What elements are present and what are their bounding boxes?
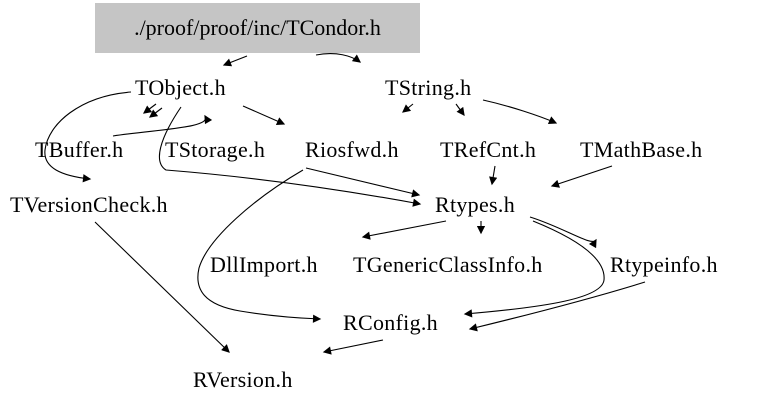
edge-tstring-tmathbase xyxy=(482,99,558,124)
edge-tobject-riosfwd xyxy=(242,105,286,125)
edge-tobject-tbuffer-2 xyxy=(149,107,163,118)
edge-tstring-trefcnt xyxy=(455,103,465,117)
edge-tversioncheck-rversion xyxy=(94,221,230,353)
node-tcondor-root[interactable]: ./proof/proof/inc/TCondor.h xyxy=(95,3,420,53)
edge-rtypes-dllimport xyxy=(361,220,447,240)
node-rversion[interactable]: RVersion.h xyxy=(193,367,293,392)
edge-riosfwd-rtypes xyxy=(305,167,421,198)
node-tversioncheck[interactable]: TVersionCheck.h xyxy=(10,192,168,217)
edge-rtypes-rtypeinfo xyxy=(529,216,597,249)
edge-rtypeinfo-rconfig xyxy=(468,281,646,332)
edge-riosfwd-rconfig xyxy=(197,169,322,323)
edge-trefcnt-rtypes xyxy=(489,165,498,186)
node-tobject[interactable]: TObject.h xyxy=(135,75,226,100)
node-rconfig[interactable]: RConfig.h xyxy=(343,310,438,335)
edge-tmathbase-rtypes xyxy=(550,165,613,188)
edge-rconfig-rversion xyxy=(322,339,384,355)
edge-tcondor-tobject xyxy=(222,55,248,67)
edge-tstring-riosfwd xyxy=(402,103,414,113)
node-rtypes[interactable]: Rtypes.h xyxy=(435,192,516,217)
node-rtypeinfo[interactable]: Rtypeinfo.h xyxy=(610,252,718,277)
edge-tobject-rtypes xyxy=(158,106,422,207)
node-tmathbase[interactable]: TMathBase.h xyxy=(580,137,703,162)
edge-tbuffer-tobject xyxy=(112,114,213,137)
edge-rtypes-rconfig xyxy=(463,220,605,318)
node-dllimport[interactable]: DllImport.h xyxy=(210,252,318,277)
node-riosfwd[interactable]: Riosfwd.h xyxy=(305,137,399,162)
edge-tcondor-tstring xyxy=(315,53,361,63)
node-trefcnt[interactable]: TRefCnt.h xyxy=(440,137,537,162)
node-tstorage[interactable]: TStorage.h xyxy=(165,137,266,162)
node-tbuffer[interactable]: TBuffer.h xyxy=(35,137,124,162)
edge-tobject-tversioncheck xyxy=(44,91,132,183)
node-tstring[interactable]: TString.h xyxy=(385,75,472,100)
edge-tobject-tbuffer xyxy=(143,103,157,114)
node-tgenericclassinfo[interactable]: TGenericClassInfo.h xyxy=(353,252,543,277)
